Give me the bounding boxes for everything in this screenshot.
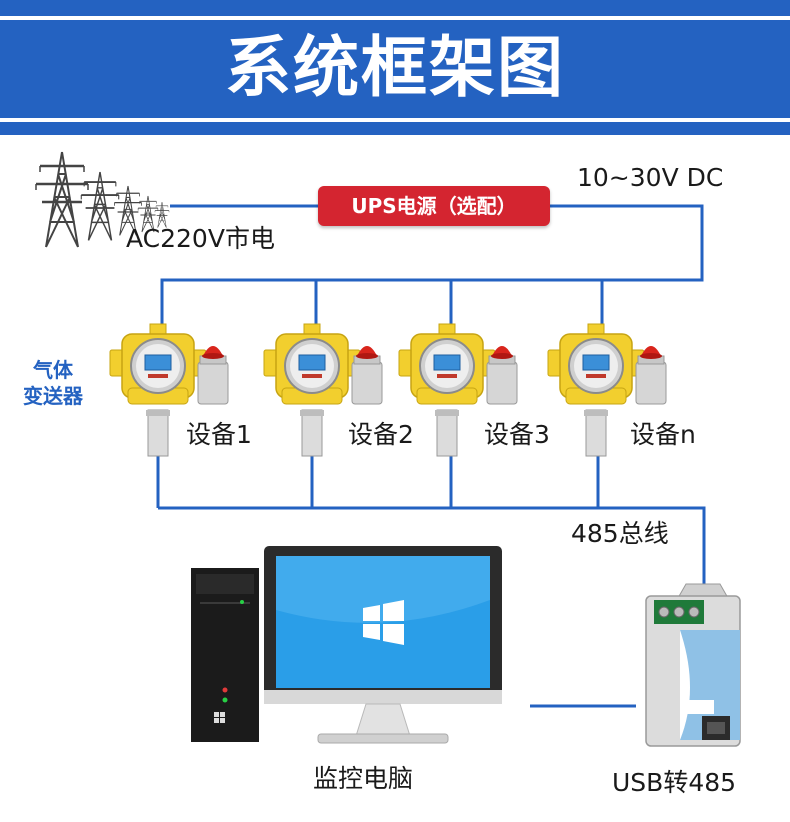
device-label-n: 设备n — [630, 420, 696, 449]
page-title: 系统框架图 — [225, 29, 565, 106]
monitor-icon — [264, 546, 502, 744]
converter-icon — [645, 583, 741, 747]
gas-label-line1: 气体 — [33, 358, 73, 382]
dc-voltage-label: 10~30V DC — [577, 163, 724, 192]
mains-power-label: AC220V市电 — [126, 224, 275, 253]
title-banner: 系统框架图 — [0, 0, 790, 135]
gas-transmitter-group-label: 气体 变送器 — [14, 357, 92, 409]
bus-label: 485总线 — [571, 519, 669, 548]
banner-top-line — [0, 16, 790, 20]
gas-label-line2: 变送器 — [23, 384, 83, 408]
computer-label: 监控电脑 — [313, 764, 414, 793]
banner-bottom-line — [0, 118, 790, 122]
converter-label: USB转485 — [612, 768, 737, 797]
device-label-1: 设备1 — [186, 420, 252, 449]
computer-tower-icon — [191, 568, 259, 742]
device-label-3: 设备3 — [484, 420, 550, 449]
windows-logo-icon — [363, 600, 404, 645]
bus-wiring — [156, 448, 706, 708]
device-label-2: 设备2 — [348, 420, 414, 449]
ups-power-badge: UPS电源（选配） — [318, 186, 550, 226]
